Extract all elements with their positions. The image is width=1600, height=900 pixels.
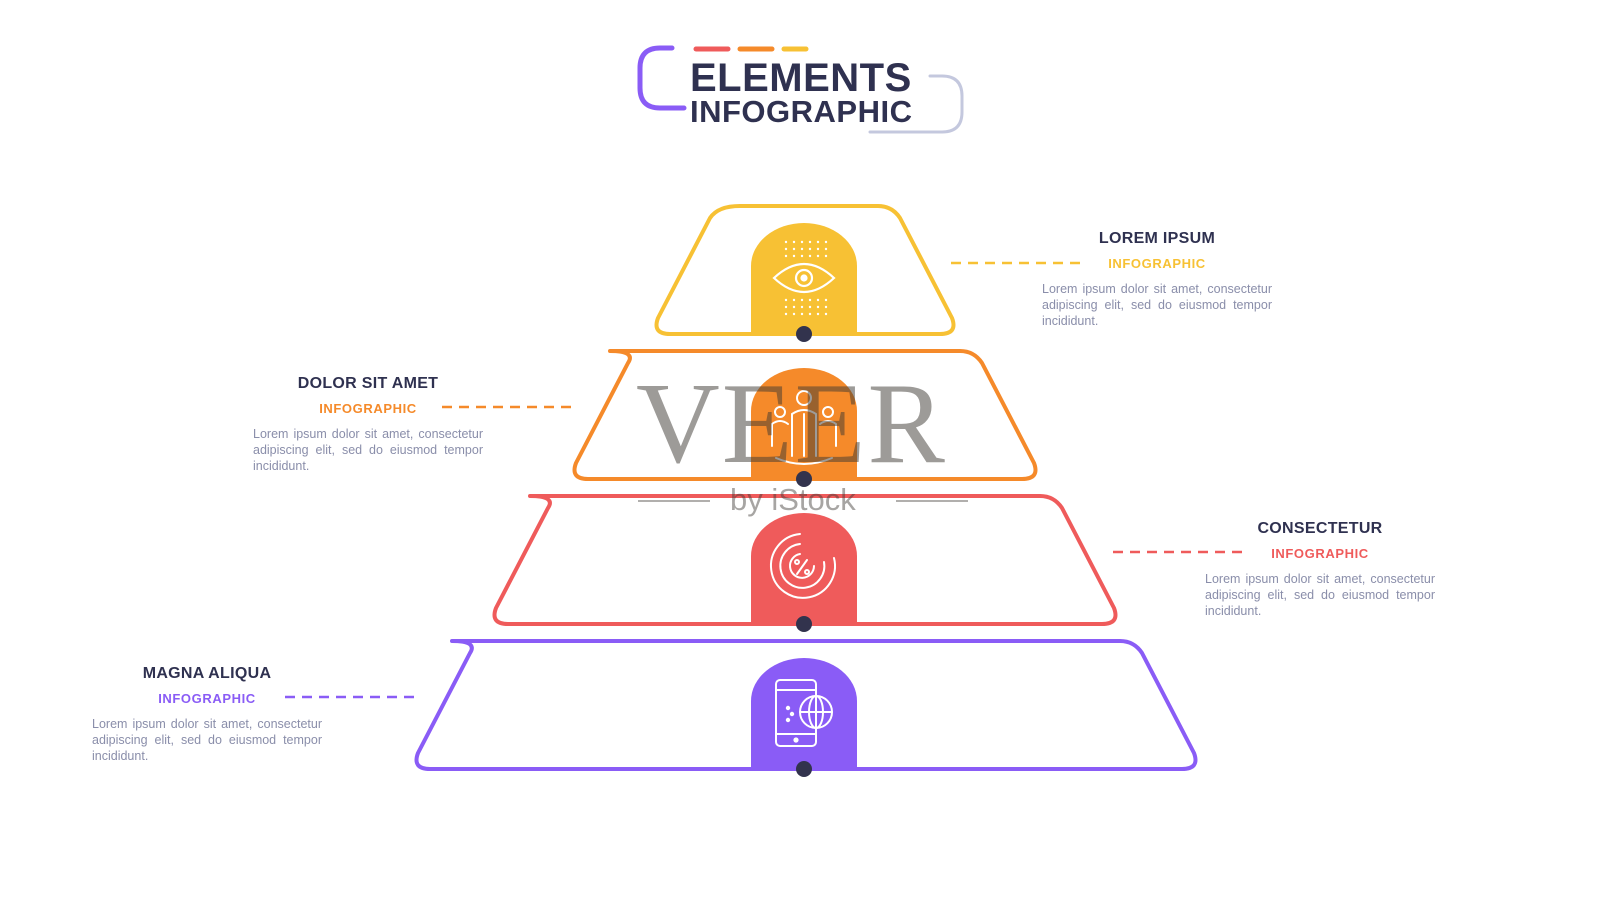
level-3-description: Lorem ipsum dolor sit amet, consectetur …: [1205, 572, 1435, 618]
header-decoration: [637, 45, 964, 134]
level-1-title: LOREM IPSUM: [1098, 230, 1216, 247]
eye-icon: [772, 263, 836, 293]
level-1-dot: [796, 326, 812, 342]
level-1-outline: [654, 204, 956, 336]
pyramid-level-3: [492, 494, 1245, 632]
level-2-label: DOLOR SIT AMET INFOGRAPHIC Lorem ipsum d…: [253, 375, 483, 474]
level-4-label: MAGNA ALIQUA INFOGRAPHIC Lorem ipsum dol…: [92, 665, 322, 764]
level-3-icon-badge: [751, 513, 857, 624]
level-2-subtitle: INFOGRAPHIC: [319, 401, 417, 416]
level-4-description: Lorem ipsum dolor sit amet, consectetur …: [92, 717, 322, 763]
level-1-description: Lorem ipsum dolor sit amet, consectetur …: [1042, 282, 1272, 328]
header-bracket-right: [868, 74, 964, 134]
level-1-subtitle: INFOGRAPHIC: [1108, 256, 1206, 271]
eye-dots-pattern: [784, 240, 828, 316]
mobile-globe-icon: [775, 679, 833, 747]
level-3-title: CONSECTETUR: [1257, 520, 1383, 537]
level-2-dot: [796, 471, 812, 487]
header-title-line2: INFOGRAPHIC: [690, 94, 913, 129]
pyramid-level-2: [442, 349, 1038, 487]
level-1-label: LOREM IPSUM INFOGRAPHIC Lorem ipsum dolo…: [1042, 230, 1272, 329]
header-bracket-left: [637, 45, 687, 111]
level-2-description: Lorem ipsum dolor sit amet, consectetur …: [253, 427, 483, 473]
level-4-title: MAGNA ALIQUA: [142, 665, 272, 682]
level-4-dot: [796, 761, 812, 777]
pyramid-level-4: [285, 639, 1198, 777]
level-3-outline: [492, 494, 1118, 626]
level-4-outline: [414, 639, 1198, 771]
pyramid-level-1: [654, 204, 1083, 342]
level-2-title: DOLOR SIT AMET: [297, 375, 439, 392]
level-3-label: CONSECTETUR INFOGRAPHIC Lorem ipsum dolo…: [1205, 520, 1435, 619]
level-3-subtitle: INFOGRAPHIC: [1271, 546, 1369, 561]
percent-target-icon: [770, 533, 836, 599]
level-4-subtitle: INFOGRAPHIC: [158, 691, 256, 706]
header-title-line1: ELEMENTS: [690, 56, 912, 100]
people-group-icon: [771, 390, 837, 465]
watermark-subtext: by iStock: [730, 482, 856, 517]
watermark-text: VEER: [636, 360, 947, 488]
level-2-outline: [572, 349, 1038, 481]
level-3-dot: [796, 616, 812, 632]
